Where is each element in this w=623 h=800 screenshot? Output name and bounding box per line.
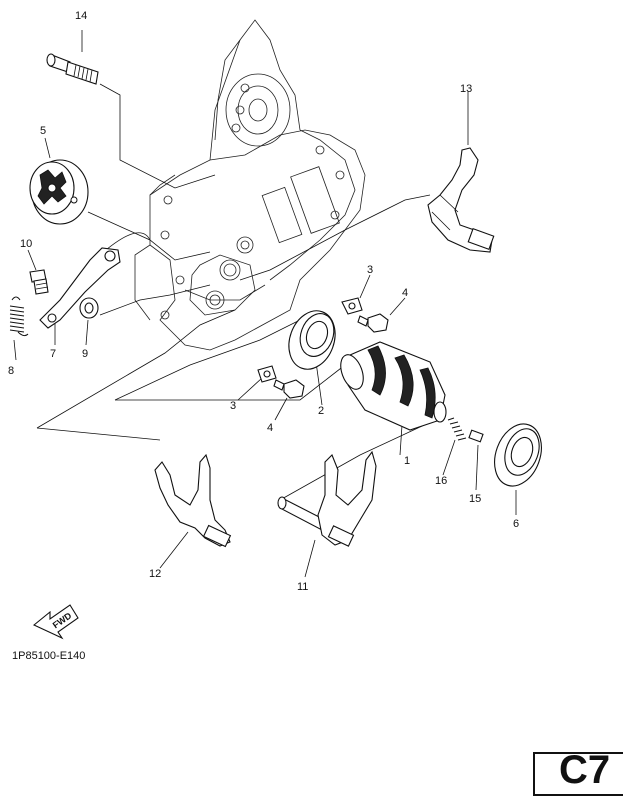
bearing-part-2 [288, 310, 336, 370]
callout-14: 14 [75, 10, 87, 22]
callout-labels: 1 2 3 3 4 4 5 6 7 8 9 10 11 12 13 14 15 … [8, 10, 519, 593]
callout-15: 15 [469, 493, 481, 505]
callout-8: 8 [8, 365, 14, 377]
spring-part-16 [447, 417, 467, 441]
callout-4-upper: 4 [402, 287, 408, 299]
callout-1: 1 [404, 455, 410, 467]
fork-part-11 [277, 450, 377, 547]
fork-part-13 [427, 147, 495, 253]
callout-7: 7 [50, 348, 56, 360]
callout-2: 2 [318, 405, 324, 417]
callout-12: 12 [149, 568, 161, 580]
callout-6: 6 [513, 518, 519, 530]
fork-part-12 [154, 453, 232, 548]
drum-part-1 [340, 341, 447, 431]
bolt-part-10 [29, 269, 49, 295]
callout-3-upper: 3 [367, 264, 373, 276]
callout-9: 9 [82, 348, 88, 360]
fwd-arrow-icon: FWD [32, 604, 79, 640]
part-code: 1P85100-E140 [12, 650, 85, 662]
plate-part-3-upper [341, 297, 363, 315]
plate-part-3-lower [257, 365, 277, 383]
spring-part-8 [9, 296, 29, 337]
page-badge: C7 [533, 748, 623, 796]
segment-part-5 [29, 159, 89, 225]
leader-lines [13, 30, 517, 578]
callout-4-lower: 4 [267, 422, 273, 434]
bolt-part-4-lower [273, 379, 305, 399]
exploded-parts-diagram: FWD 1 2 3 3 4 4 5 6 7 8 9 10 11 12 13 14… [8, 10, 542, 662]
callout-3-lower: 3 [230, 400, 236, 412]
callout-13: 13 [460, 83, 472, 95]
bearing-part-6 [494, 423, 542, 487]
page-badge-label: C7 [559, 748, 611, 792]
callout-5: 5 [40, 125, 46, 137]
washer-part-9 [79, 297, 99, 319]
bolt-part-4-upper [357, 313, 389, 333]
bolt-part-14 [46, 53, 99, 85]
callout-11: 11 [297, 581, 308, 593]
arm-part-7 [39, 247, 121, 329]
pin-part-15 [468, 429, 484, 443]
callout-10: 10 [20, 238, 32, 250]
callout-16: 16 [435, 475, 447, 487]
